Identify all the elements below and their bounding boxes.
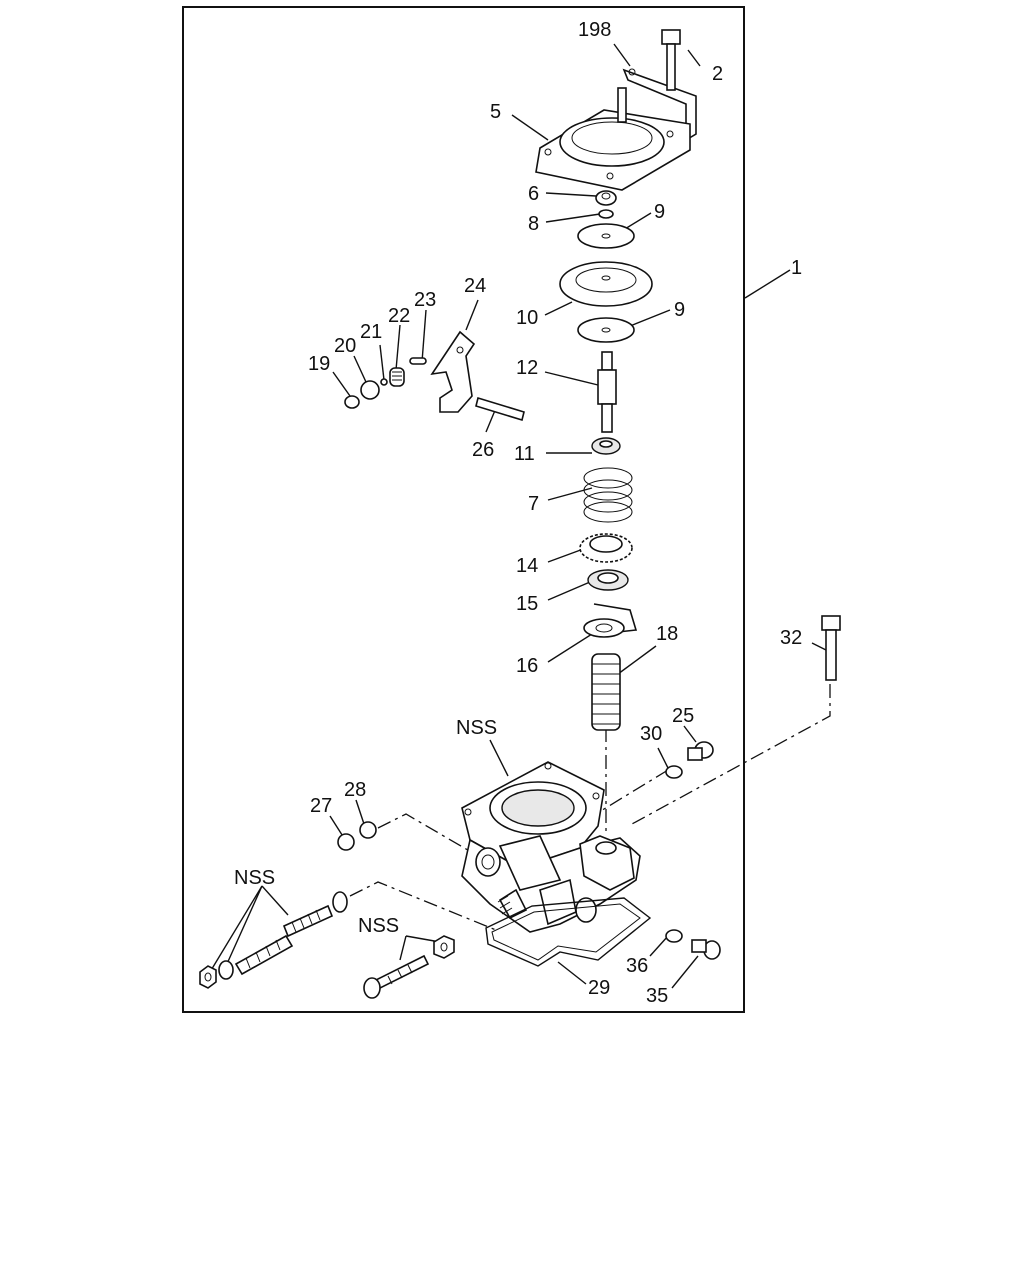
seal-11 bbox=[591, 437, 621, 455]
nut-6 bbox=[595, 190, 617, 206]
screw-25 bbox=[687, 741, 714, 761]
callout-nss-left: NSS bbox=[234, 867, 275, 889]
callout-9-lower: 9 bbox=[674, 299, 685, 321]
boot-18 bbox=[591, 653, 621, 731]
diaphragm-10 bbox=[559, 261, 653, 307]
ball-21 bbox=[380, 378, 388, 386]
diagram-frame bbox=[182, 6, 745, 1013]
callout-8: 8 bbox=[528, 213, 539, 235]
rod-12 bbox=[597, 351, 617, 433]
plate-9-upper bbox=[577, 223, 635, 249]
callout-28: 28 bbox=[344, 779, 366, 801]
bolt-32 bbox=[821, 615, 841, 681]
callout-32: 32 bbox=[780, 627, 802, 649]
washer-36 bbox=[665, 929, 683, 943]
assembly-guide-lines bbox=[349, 684, 831, 931]
callout-22: 22 bbox=[388, 305, 410, 327]
screw-35 bbox=[691, 939, 721, 960]
nut-nss-bottom bbox=[199, 965, 217, 989]
callout-198: 198 bbox=[578, 19, 611, 41]
callout-36: 36 bbox=[626, 955, 648, 977]
leader-lines bbox=[209, 43, 827, 989]
callout-21: 21 bbox=[360, 321, 382, 343]
washer-19 bbox=[344, 395, 360, 409]
callout-18: 18 bbox=[656, 623, 678, 645]
shaft-26 bbox=[475, 396, 525, 422]
callout-labels: 198 2 5 6 8 9 1 10 9 24 23 22 21 20 19 1… bbox=[234, 19, 802, 1007]
callout-nss-body: NSS bbox=[456, 717, 497, 739]
screw-nss-mid bbox=[363, 954, 430, 999]
washer-8 bbox=[598, 209, 614, 219]
ring-15 bbox=[587, 569, 629, 591]
callout-5: 5 bbox=[490, 101, 501, 123]
callout-25: 25 bbox=[672, 705, 694, 727]
washer-nss-bottom bbox=[218, 960, 234, 980]
callout-12: 12 bbox=[516, 357, 538, 379]
bolt-2 bbox=[661, 29, 681, 91]
callout-35: 35 bbox=[646, 985, 668, 1007]
plate-9-lower bbox=[577, 317, 635, 343]
washer-nss-left bbox=[332, 891, 348, 913]
nut-nss-mid bbox=[433, 935, 455, 959]
spring-7 bbox=[583, 467, 633, 523]
cap-27 bbox=[337, 833, 355, 851]
callout-16: 16 bbox=[516, 655, 538, 677]
lever-16 bbox=[583, 603, 638, 638]
callout-30: 30 bbox=[640, 723, 662, 745]
callout-14: 14 bbox=[516, 555, 538, 577]
callout-10: 10 bbox=[516, 307, 538, 329]
callout-26: 26 bbox=[472, 439, 494, 461]
callout-1: 1 bbox=[791, 257, 802, 279]
washer-30 bbox=[665, 765, 683, 779]
lever-24 bbox=[430, 330, 476, 413]
callout-23: 23 bbox=[414, 289, 436, 311]
cap-20 bbox=[360, 380, 380, 400]
pin-23 bbox=[409, 357, 427, 365]
gear-14 bbox=[579, 533, 633, 563]
callout-2: 2 bbox=[712, 63, 723, 85]
callout-nss-mid: NSS bbox=[358, 915, 399, 937]
callout-7: 7 bbox=[528, 493, 539, 515]
callout-11: 11 bbox=[514, 443, 535, 465]
callout-15: 15 bbox=[516, 593, 538, 615]
throttle-body-main bbox=[461, 761, 641, 933]
diaphragm-cover-5 bbox=[535, 87, 691, 191]
plug-28 bbox=[359, 821, 377, 839]
callout-6: 6 bbox=[528, 183, 539, 205]
adjusting-screw-nss-lower bbox=[234, 934, 294, 976]
spring-22 bbox=[389, 367, 405, 387]
adjusting-screw-nss-upper bbox=[282, 904, 334, 938]
callout-19: 19 bbox=[308, 353, 330, 375]
callout-27: 27 bbox=[310, 795, 332, 817]
callout-24: 24 bbox=[464, 275, 486, 297]
callout-20: 20 bbox=[334, 335, 356, 357]
gasket-29 bbox=[485, 897, 652, 967]
callout-29: 29 bbox=[588, 977, 610, 999]
callout-9-upper: 9 bbox=[654, 201, 665, 223]
